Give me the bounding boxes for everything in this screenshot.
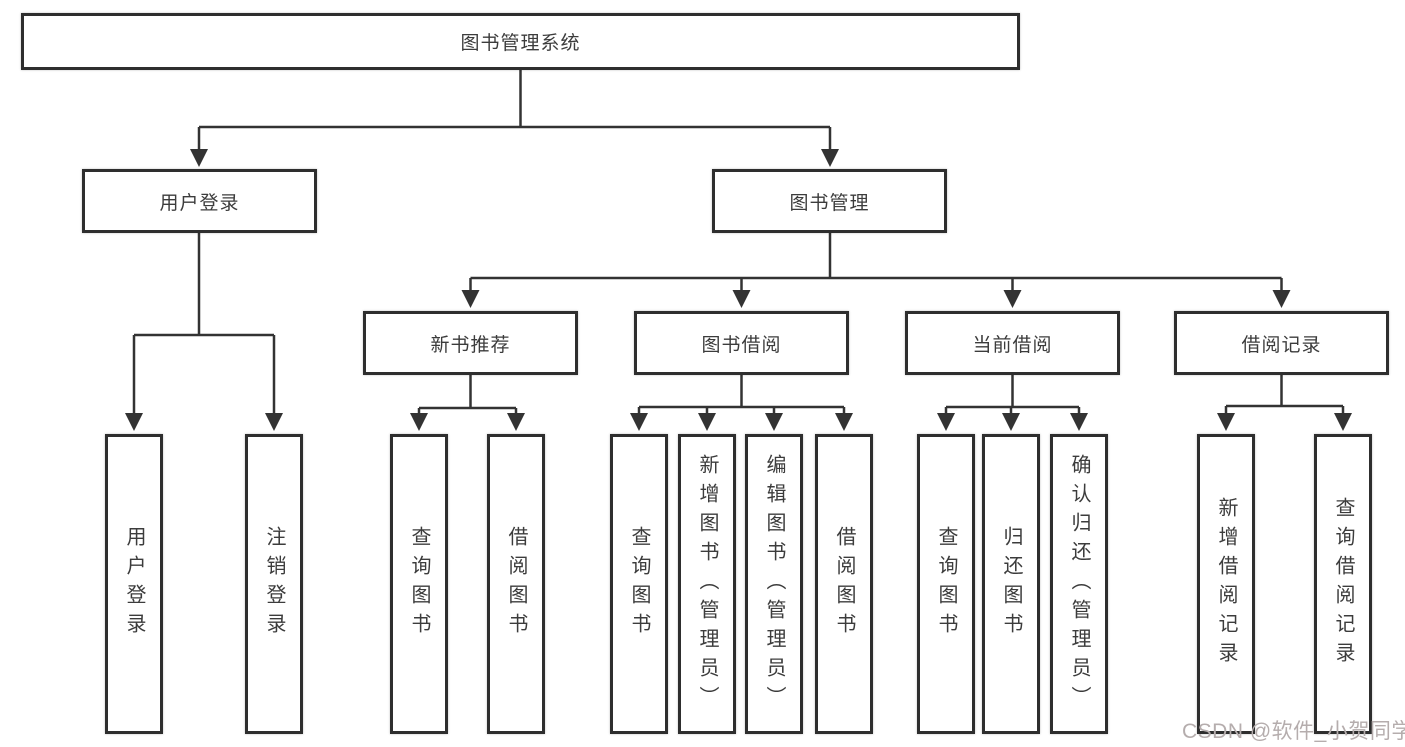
leaf-newbook-borrow-label: 借阅图书 (505, 526, 527, 642)
node-borrow-records-label: 借阅记录 (1241, 334, 1322, 356)
leaf-record-add: 新增借阅记录 (1197, 434, 1255, 734)
leaf-record-add-label: 新增借阅记录 (1215, 497, 1237, 671)
node-current-borrow-label: 当前借阅 (972, 334, 1053, 356)
leaf-borrow-add-admin: 新增图书（管理员） (678, 434, 736, 734)
node-current-borrow: 当前借阅 (905, 311, 1120, 375)
leaf-record-query: 查询借阅记录 (1314, 434, 1372, 734)
leaf-record-query-label: 查询借阅记录 (1332, 497, 1354, 671)
leaf-current-query-label: 查询图书 (935, 526, 957, 642)
leaf-user-login-label: 用户登录 (123, 526, 145, 642)
leaf-user-login: 用户登录 (105, 434, 163, 734)
node-user-login: 用户登录 (82, 169, 317, 233)
node-book-borrow: 图书借阅 (634, 311, 849, 375)
leaf-current-query: 查询图书 (917, 434, 975, 734)
leaf-current-confirm-admin: 确认归还（管理员） (1050, 434, 1108, 734)
node-borrow-records: 借阅记录 (1174, 311, 1389, 375)
node-book-mgmt: 图书管理 (712, 169, 947, 233)
node-user-login-label: 用户登录 (159, 192, 240, 214)
leaf-logout-label: 注销登录 (263, 526, 285, 642)
node-book-borrow-label: 图书借阅 (701, 334, 782, 356)
node-book-mgmt-label: 图书管理 (789, 192, 870, 214)
leaf-newbook-borrow: 借阅图书 (487, 434, 545, 734)
leaf-borrow-book-label: 借阅图书 (833, 526, 855, 642)
leaf-borrow-edit-admin: 编辑图书（管理员） (745, 434, 803, 734)
node-root-label: 图书管理系统 (460, 33, 581, 54)
csdn-watermark: CSDN @软件_小贺同学 (1182, 720, 1405, 743)
leaf-borrow-query: 查询图书 (610, 434, 668, 734)
leaf-borrow-edit-admin-label: 编辑图书（管理员） (763, 453, 785, 715)
leaf-borrow-query-label: 查询图书 (628, 526, 650, 642)
node-new-book-rec-label: 新书推荐 (430, 334, 511, 356)
leaf-current-return: 归还图书 (982, 434, 1040, 734)
leaf-borrow-add-admin-label: 新增图书（管理员） (696, 453, 718, 715)
node-root: 图书管理系统 (21, 13, 1020, 70)
leaf-logout: 注销登录 (245, 434, 303, 734)
leaf-borrow-book: 借阅图书 (815, 434, 873, 734)
node-new-book-rec: 新书推荐 (363, 311, 578, 375)
leaf-newbook-query-label: 查询图书 (408, 526, 430, 642)
leaf-current-confirm-admin-label: 确认归还（管理员） (1068, 453, 1090, 715)
leaf-newbook-query: 查询图书 (390, 434, 448, 734)
leaf-current-return-label: 归还图书 (1000, 526, 1022, 642)
